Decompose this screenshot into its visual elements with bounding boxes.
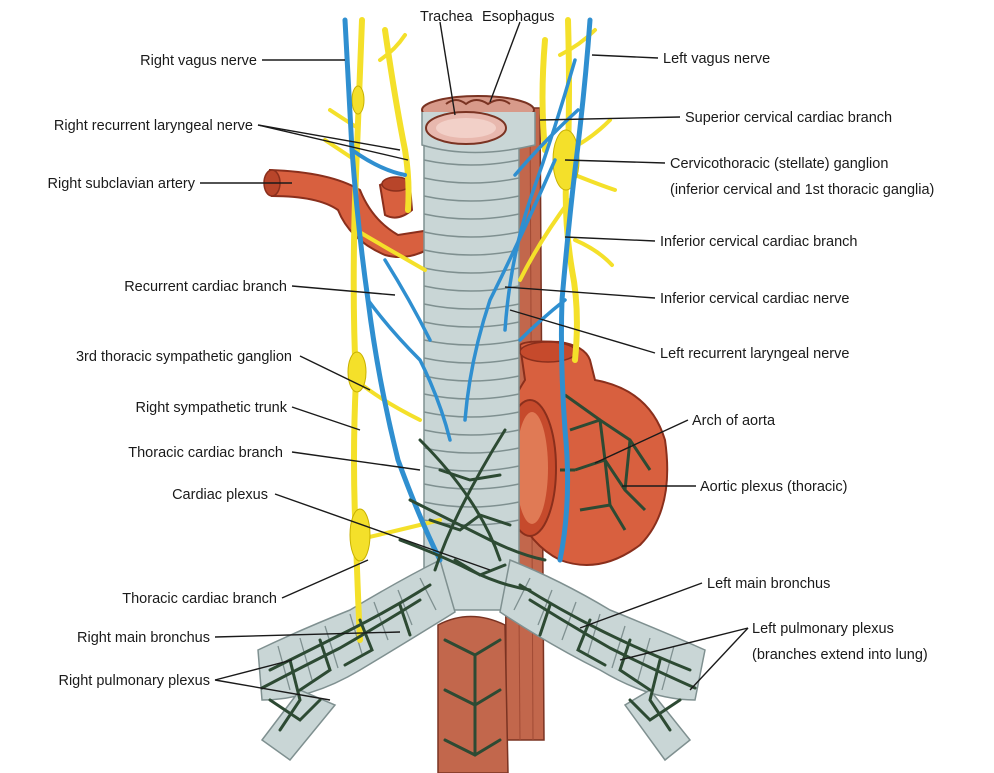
label-thoracic-cardiac-branch-upper: Thoracic cardiac branch	[128, 445, 283, 461]
label-aortic-plexus: Aortic plexus (thoracic)	[700, 479, 847, 495]
label-thoracic-cardiac-branch-lower: Thoracic cardiac branch	[122, 591, 277, 607]
label-3rd-thoracic-sympathetic-ganglion: 3rd thoracic sympathetic ganglion	[76, 349, 292, 365]
label-right-sympathetic-trunk: Right sympathetic trunk	[135, 400, 287, 416]
label-right-main-bronchus: Right main bronchus	[77, 630, 210, 646]
label-right-vagus-nerve: Right vagus nerve	[140, 53, 257, 69]
label-right-pulmonary-plexus: Right pulmonary plexus	[58, 673, 210, 689]
label-right-subclavian-artery: Right subclavian artery	[48, 176, 196, 192]
label-left-vagus-nerve: Left vagus nerve	[663, 51, 770, 67]
label-inferior-cervical-cardiac-nerve: Inferior cervical cardiac nerve	[660, 291, 849, 307]
label-recurrent-cardiac-branch: Recurrent cardiac branch	[124, 279, 287, 295]
label-left-recurrent-laryngeal-nerve: Left recurrent laryngeal nerve	[660, 346, 849, 362]
label-left-pulmonary-plexus: Left pulmonary plexus	[752, 621, 894, 637]
aorta-shape	[504, 341, 668, 565]
label-left-pulmonary-plexus-detail: (branches extend into lung)	[752, 647, 928, 663]
label-left-main-bronchus: Left main bronchus	[707, 576, 830, 592]
label-right-recurrent-laryngeal-nerve: Right recurrent laryngeal nerve	[54, 118, 253, 134]
label-esophagus: Esophagus	[482, 9, 555, 25]
label-cardiac-plexus: Cardiac plexus	[172, 487, 268, 503]
label-cervicothoracic-ganglion: Cervicothoracic (stellate) ganglion	[670, 156, 888, 172]
label-cervicothoracic-ganglion-detail: (inferior cervical and 1st thoracic gang…	[670, 182, 934, 198]
label-superior-cervical-cardiac-branch: Superior cervical cardiac branch	[685, 110, 892, 126]
label-inferior-cervical-cardiac-branch: Inferior cervical cardiac branch	[660, 234, 857, 250]
label-arch-of-aorta: Arch of aorta	[692, 413, 776, 429]
label-trachea: Trachea	[420, 9, 474, 25]
